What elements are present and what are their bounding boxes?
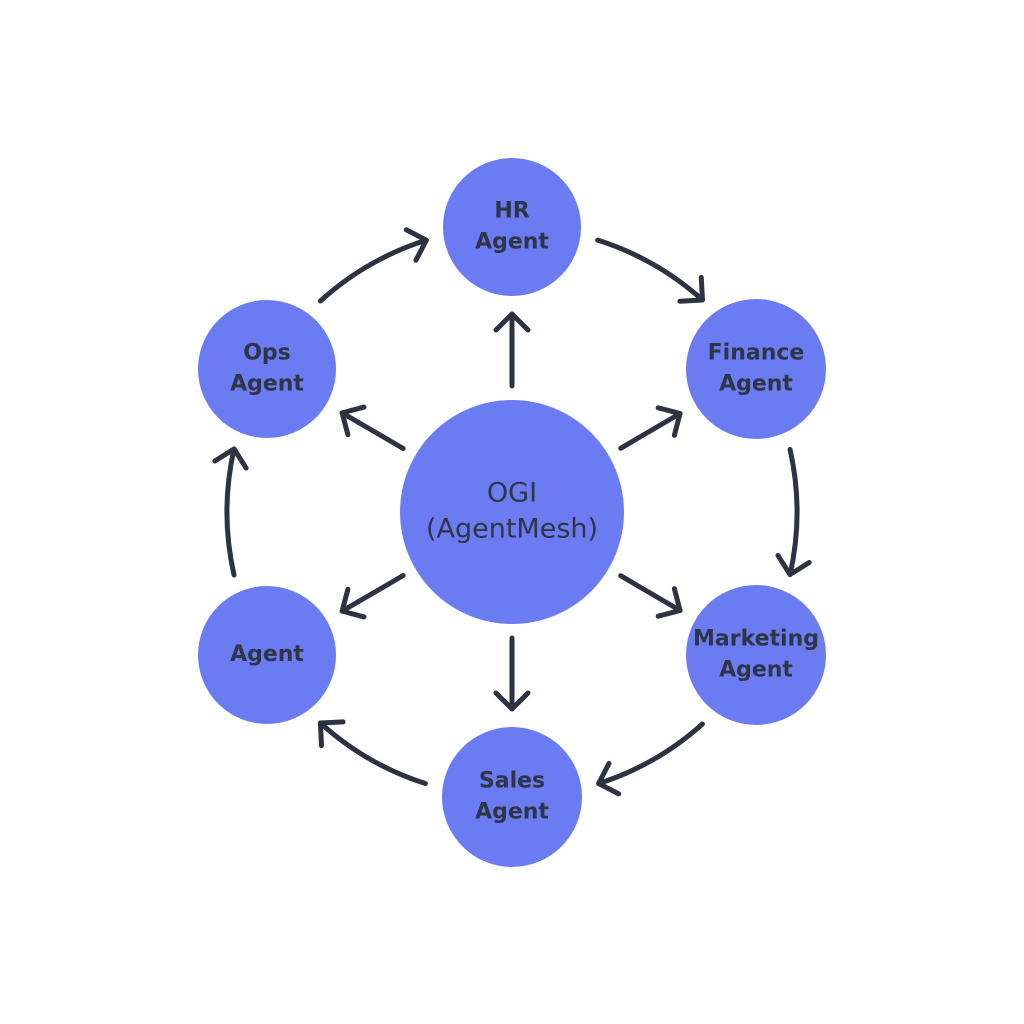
edge-arc: [224, 446, 237, 578]
node-finance-label-line: Finance: [708, 341, 805, 366]
arrow-head: [775, 552, 812, 578]
arrow-head: [317, 719, 346, 749]
arrow-head: [339, 586, 367, 620]
edge-arc: [596, 721, 705, 787]
node-ogi-label-line: (AgentMesh): [426, 514, 598, 545]
edge-ogi-to-ops: [339, 404, 406, 451]
node-ops-label-line: Ops: [243, 341, 291, 366]
node-finance-circle: [686, 299, 826, 439]
node-hr-label-line: Agent: [475, 230, 549, 255]
edge-ops-to-hr: [317, 227, 429, 304]
node-marketing-label-line: Marketing: [693, 627, 819, 652]
edge-hr-to-finance: [595, 237, 705, 304]
node-agent-label-line: Agent: [230, 642, 304, 667]
arrow-head: [212, 446, 249, 471]
edge-line: [618, 573, 683, 614]
arrow-head: [403, 227, 429, 263]
edge-ogi-to-marketing: [618, 573, 683, 619]
node-finance-label-line: Agent: [719, 372, 793, 397]
edge-marketing-to-sales: [596, 721, 705, 797]
edge-arc: [787, 446, 800, 578]
node-agent-circle: [198, 586, 336, 724]
edge-line: [618, 410, 683, 451]
edge-line: [339, 410, 406, 451]
node-ops-label-line: Agent: [230, 372, 304, 397]
node-agent: Agent: [198, 586, 336, 724]
edge-arc: [595, 237, 705, 303]
edge-finance-to-marketing: [775, 446, 812, 578]
arrow-head: [493, 690, 531, 712]
edge-ogi-to-agent: [339, 573, 406, 620]
nodes-layer: OGI(AgentMesh)HRAgentFinanceAgentMarketi…: [198, 158, 826, 867]
node-marketing-label-line: Agent: [719, 658, 793, 683]
edges-layer: [212, 227, 812, 797]
node-ogi-circle: [400, 400, 624, 624]
node-ogi-label-line: OGI: [487, 478, 537, 509]
arrow-head: [596, 760, 622, 797]
node-hr-circle: [443, 158, 581, 296]
node-ogi: OGI (AgentMesh): [400, 400, 624, 624]
node-ops-circle: [198, 300, 336, 438]
node-sales-label-line: Agent: [475, 800, 549, 825]
node-marketing-circle: [686, 585, 826, 725]
node-sales-label-line: Sales: [479, 769, 545, 794]
arrow-head: [655, 405, 683, 438]
edge-sales-to-agent: [317, 719, 428, 787]
node-sales-circle: [442, 727, 582, 867]
edge-line: [339, 573, 406, 614]
edge-ogi-to-hr: [493, 311, 531, 389]
edge-arc: [317, 237, 429, 304]
arrow-head: [493, 311, 531, 333]
edge-agent-to-ops: [212, 446, 249, 578]
arrow-head: [677, 274, 705, 304]
node-hr-label-line: HR: [494, 199, 529, 224]
edge-arc: [317, 720, 428, 787]
arrow-head: [339, 404, 367, 438]
node-hr: HR Agent: [443, 158, 581, 296]
edge-ogi-to-sales: [493, 635, 531, 712]
arrow-head: [655, 586, 683, 619]
edge-ogi-to-finance: [618, 405, 683, 451]
